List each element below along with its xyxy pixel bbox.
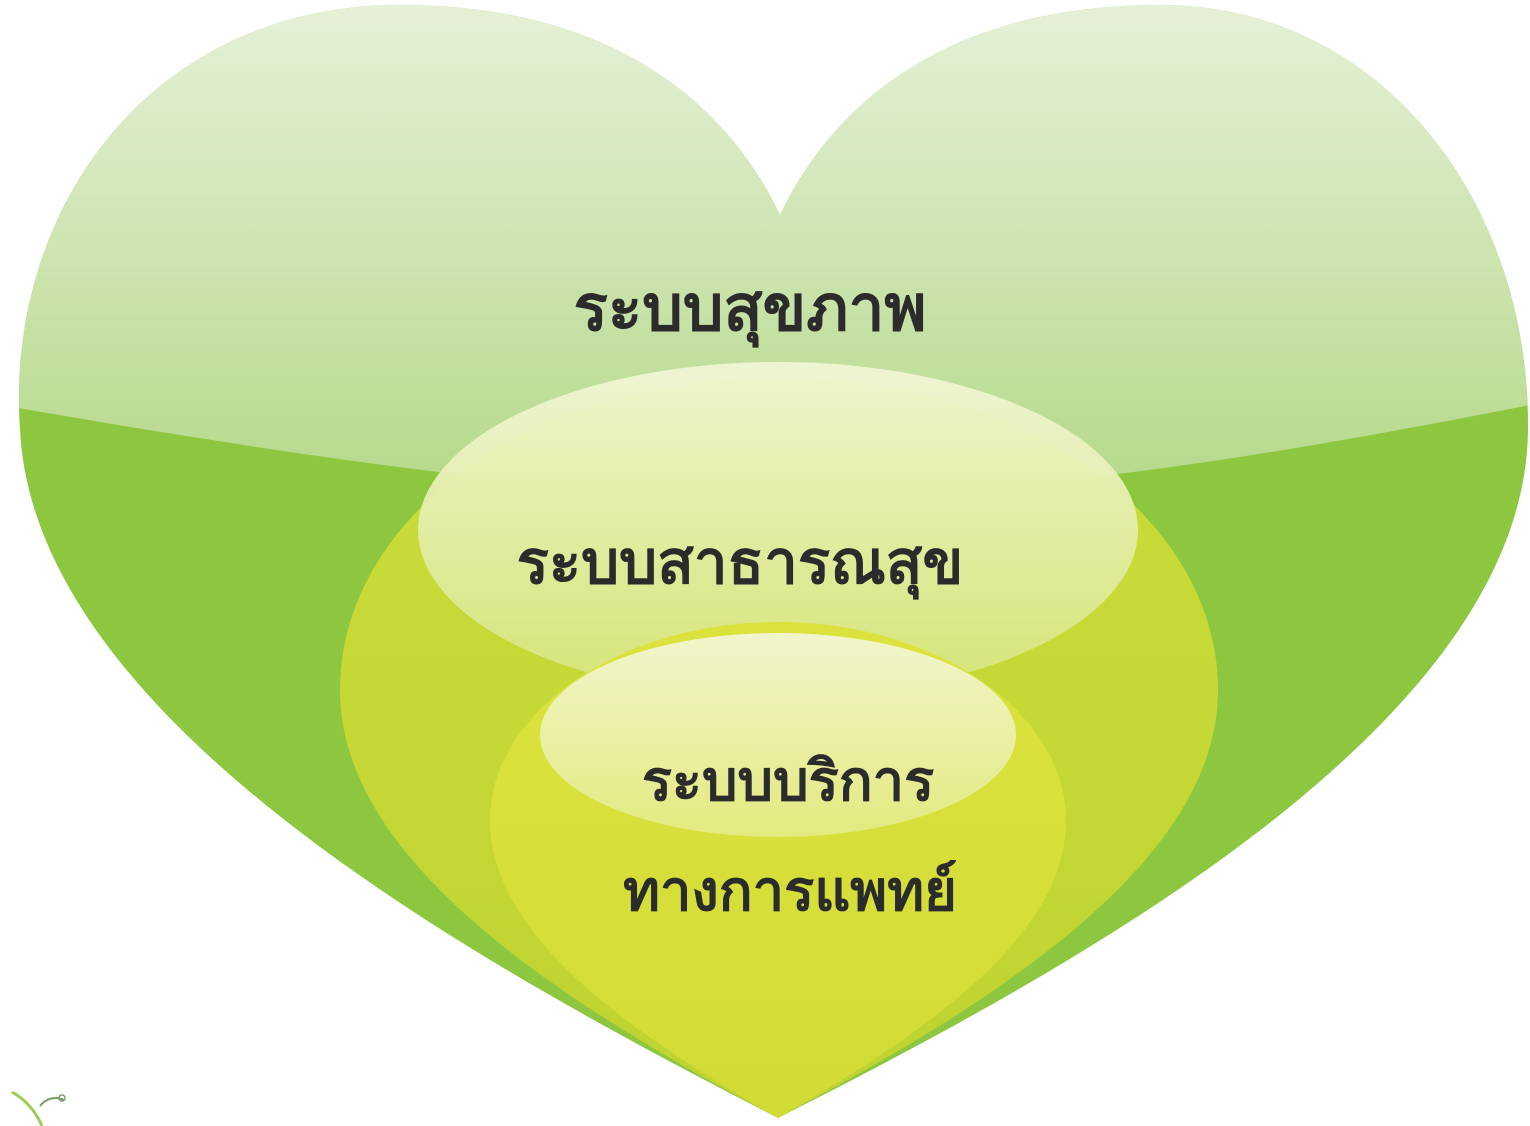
middle-label: ระบบสาธารณสุข (517, 528, 964, 600)
inner-drop-shape (490, 622, 1066, 1118)
inner-label-line2: ทางการแพทย์ (623, 859, 957, 924)
inner-drop-gloss (540, 633, 1016, 837)
sprout-logo (0, 1040, 86, 1126)
outer-heart-gloss (18, 5, 1529, 495)
outer-label: ระบบสุขภาพ (573, 272, 926, 348)
inner-label-line1: ระบบบริการ (642, 749, 934, 814)
middle-drop-gloss (418, 362, 1138, 698)
